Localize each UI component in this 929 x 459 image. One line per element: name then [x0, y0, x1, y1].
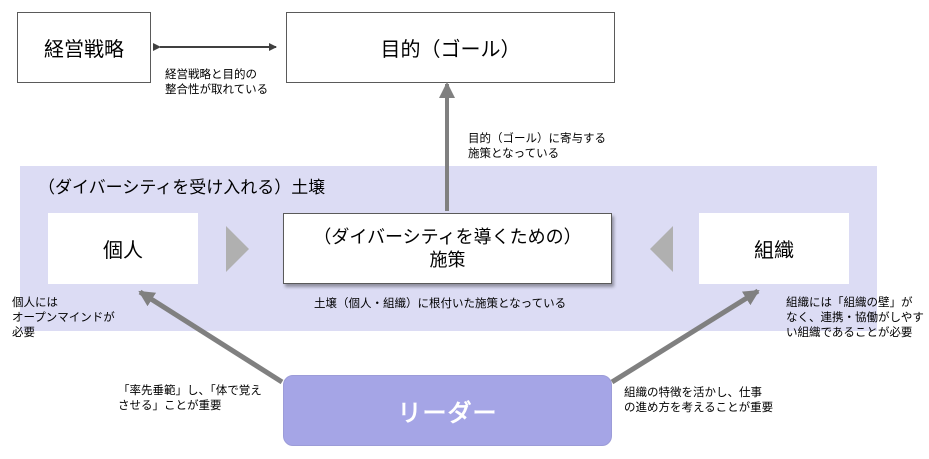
organization-box: 組織 — [699, 213, 849, 284]
note-measures-soil: 土壌（個人・組織）に根付いた施策となっている — [314, 296, 567, 310]
leader-organization-arrow — [610, 288, 760, 385]
soil-title: （ダイバーシティを受け入れる）土壌 — [38, 178, 326, 198]
strategy-label: 経営戦略 — [44, 37, 124, 61]
note-leader-individual: 「率先垂範」し、「体で覚え させる」ことが重要 — [118, 383, 262, 412]
goal-box: 目的（ゴール） — [286, 12, 615, 83]
leader-label: リーダー — [397, 399, 498, 427]
strategy-box: 経営戦略 — [17, 12, 151, 83]
leader-box: リーダー — [283, 375, 612, 446]
organization-label: 組織 — [754, 238, 794, 262]
leader-individual-arrow — [138, 289, 284, 385]
chevron-right-icon — [226, 226, 249, 272]
note-individual: 個人には オープンマインドが 必要 — [12, 295, 115, 339]
note-leader-organization: 組織の特徴を活かし、仕事 の進め方を考えることが重要 — [624, 385, 774, 414]
measures-label-line2: 施策 — [429, 249, 466, 271]
chevron-left-icon — [650, 226, 673, 272]
measures-label-line1: （ダイバーシティを導くための） — [313, 226, 582, 248]
note-organization: 組織には「組織の壁」が なく、連携・協働がしやす い組織であることが必要 — [786, 295, 924, 339]
goal-label: 目的（ゴール） — [380, 37, 521, 61]
note-strategy-goal: 経営戦略と目的の 整合性が取れている — [165, 67, 269, 96]
individual-box: 個人 — [48, 213, 198, 284]
note-measures-goal: 目的（ゴール）に寄与する 施策となっている — [468, 131, 606, 160]
measures-box: （ダイバーシティを導くための） 施策 — [283, 213, 612, 284]
individual-label: 個人 — [103, 238, 143, 262]
